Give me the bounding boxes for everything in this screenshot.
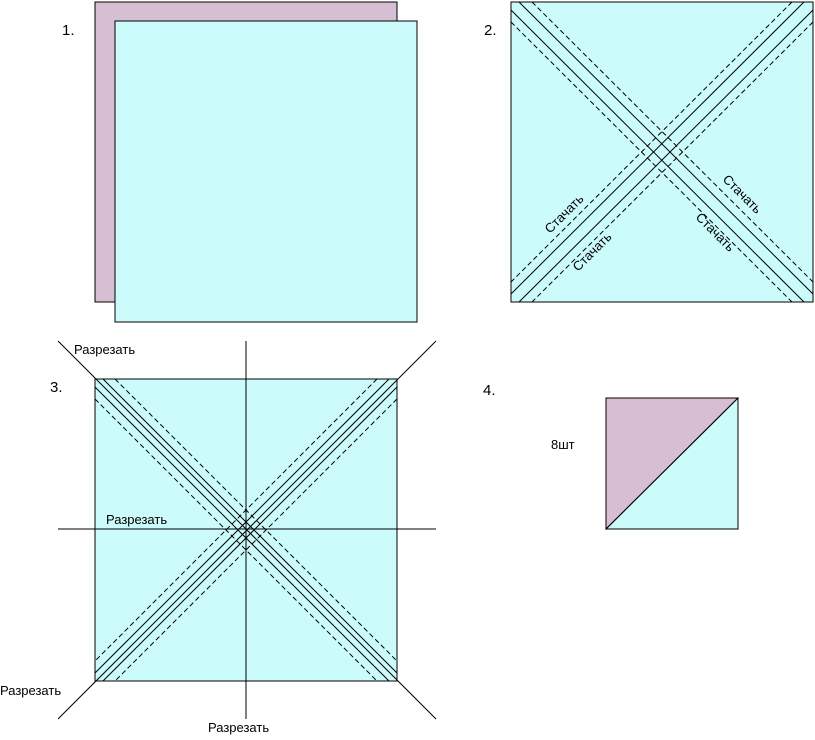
seam-line — [531, 21, 814, 303]
step-1-number: 1. — [62, 22, 75, 39]
step-3-seams — [94, 378, 398, 682]
hst-diagonal — [605, 397, 739, 530]
seam-line — [114, 398, 398, 682]
light-fabric-square — [114, 20, 418, 323]
cut-lines — [57, 340, 437, 720]
diagonal-line — [518, 1, 814, 295]
diagonal-line — [94, 386, 390, 682]
cut-label: Разрезать — [0, 683, 61, 698]
step-1: 1. — [62, 1, 418, 323]
step-2: 2. Стачать Стачать Стачать Стачать — [484, 1, 814, 303]
seam-line — [94, 378, 378, 662]
diagonal-line — [94, 378, 390, 674]
step-3: 3. Разрезать Разрезать Разрезать Разреза… — [0, 340, 437, 735]
seam-line — [531, 1, 814, 283]
diagonal-line — [510, 9, 805, 303]
cut-line-diagonal — [57, 340, 437, 720]
seam-line — [510, 21, 793, 303]
diagonal-line — [510, 1, 805, 295]
seam-line — [114, 378, 398, 662]
cut-label: Разрезать — [106, 512, 167, 527]
diagonal-line — [102, 386, 398, 682]
diagonal-lines — [510, 1, 814, 303]
step-2-number: 2. — [484, 22, 497, 39]
step-2-square — [510, 1, 814, 303]
cut-label: Разрезать — [74, 342, 135, 357]
count-label: 8шт — [551, 437, 575, 452]
step-3-number: 3. — [50, 379, 63, 396]
diagonal-line — [518, 9, 814, 303]
seam-line — [510, 1, 793, 283]
diagonal-line — [102, 378, 398, 674]
step-4: 4. 8шт — [483, 382, 740, 531]
step-4-number: 4. — [483, 382, 496, 399]
seam-line — [94, 398, 378, 682]
cut-label: Разрезать — [208, 720, 269, 735]
